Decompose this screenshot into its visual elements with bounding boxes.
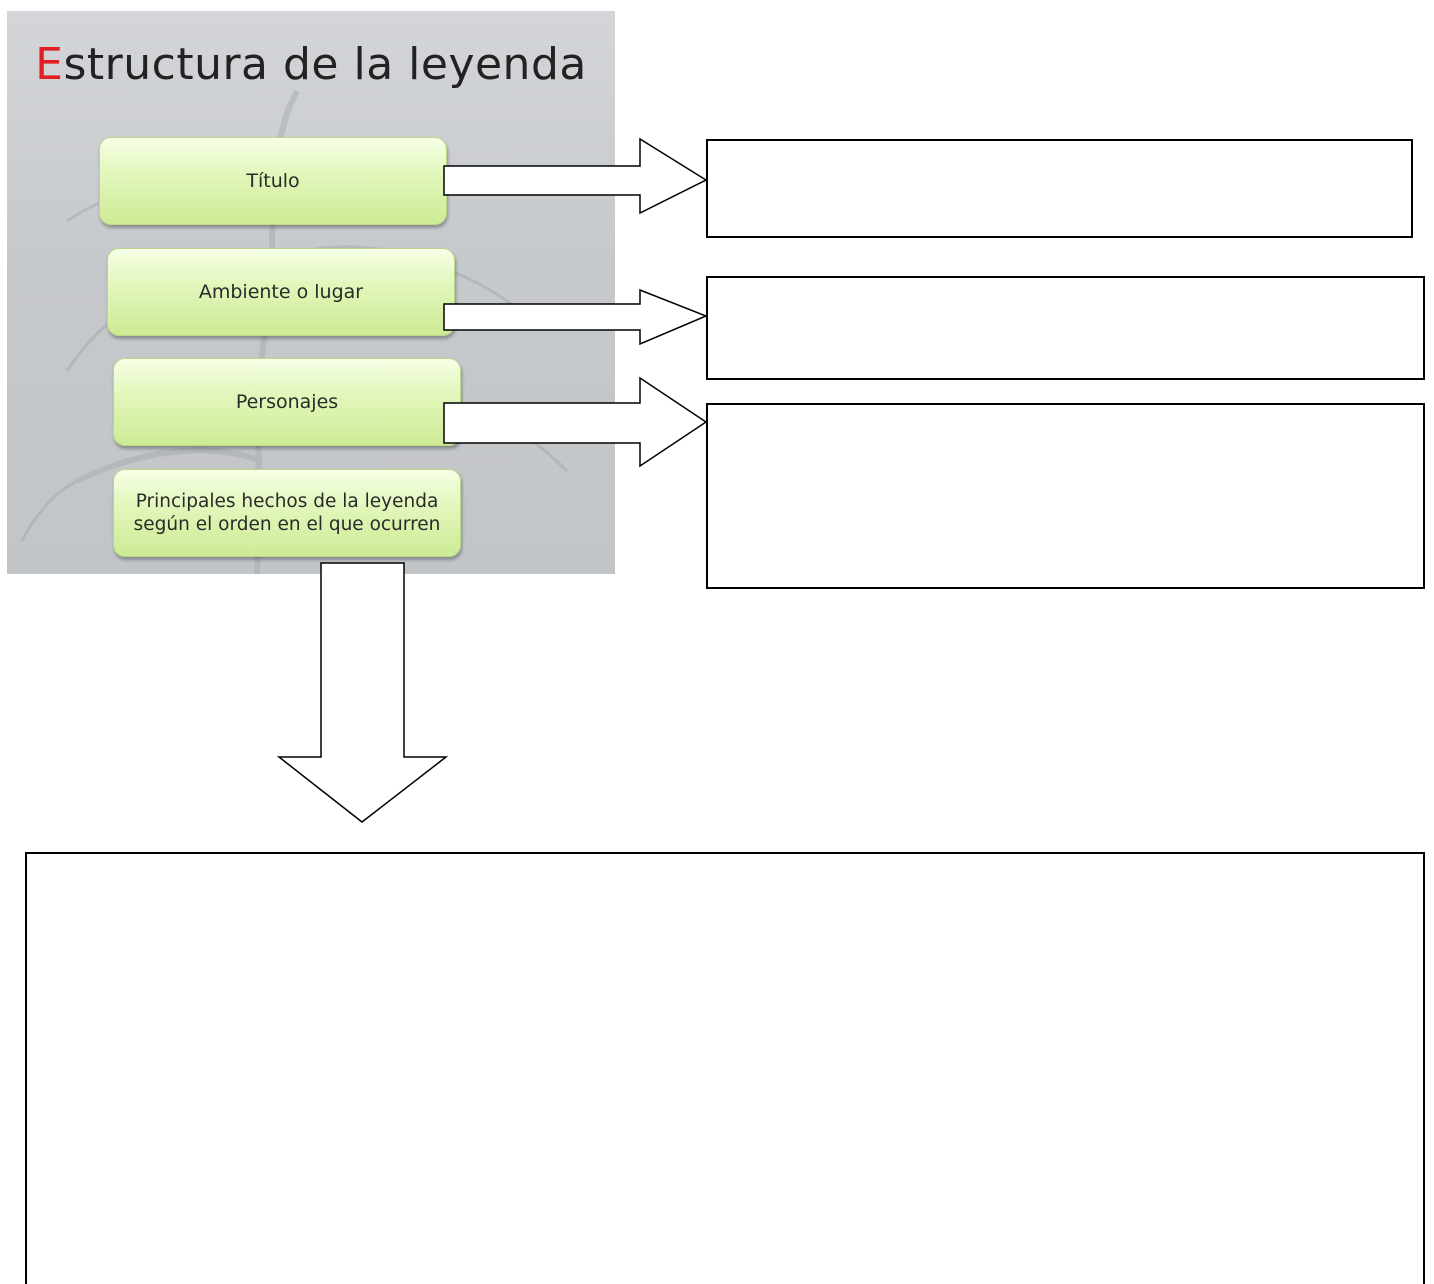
step-box-ambiente: Ambiente o lugar xyxy=(107,248,455,336)
slide-title-first-letter: E xyxy=(35,39,64,90)
answer-box-titulo[interactable] xyxy=(706,139,1413,238)
down-arrow xyxy=(276,562,449,823)
step-label: Principales hechos de la leyenda según e… xyxy=(133,491,441,535)
slide-title: Estructura de la leyenda xyxy=(7,39,615,90)
answer-box-hechos[interactable] xyxy=(25,852,1425,1284)
step-label: Personajes xyxy=(235,391,339,413)
answer-box-personajes[interactable] xyxy=(706,403,1425,589)
step-box-titulo: Título xyxy=(99,137,447,225)
step-box-hechos: Principales hechos de la leyenda según e… xyxy=(113,469,461,557)
slide-image: Estructura de la leyenda Título Ambiente… xyxy=(7,11,615,574)
step-label: Título xyxy=(246,170,300,192)
answer-box-ambiente[interactable] xyxy=(706,276,1425,380)
slide-title-rest: structura de la leyenda xyxy=(63,39,587,90)
step-box-personajes: Personajes xyxy=(113,358,461,446)
step-label: Ambiente o lugar xyxy=(198,281,364,303)
